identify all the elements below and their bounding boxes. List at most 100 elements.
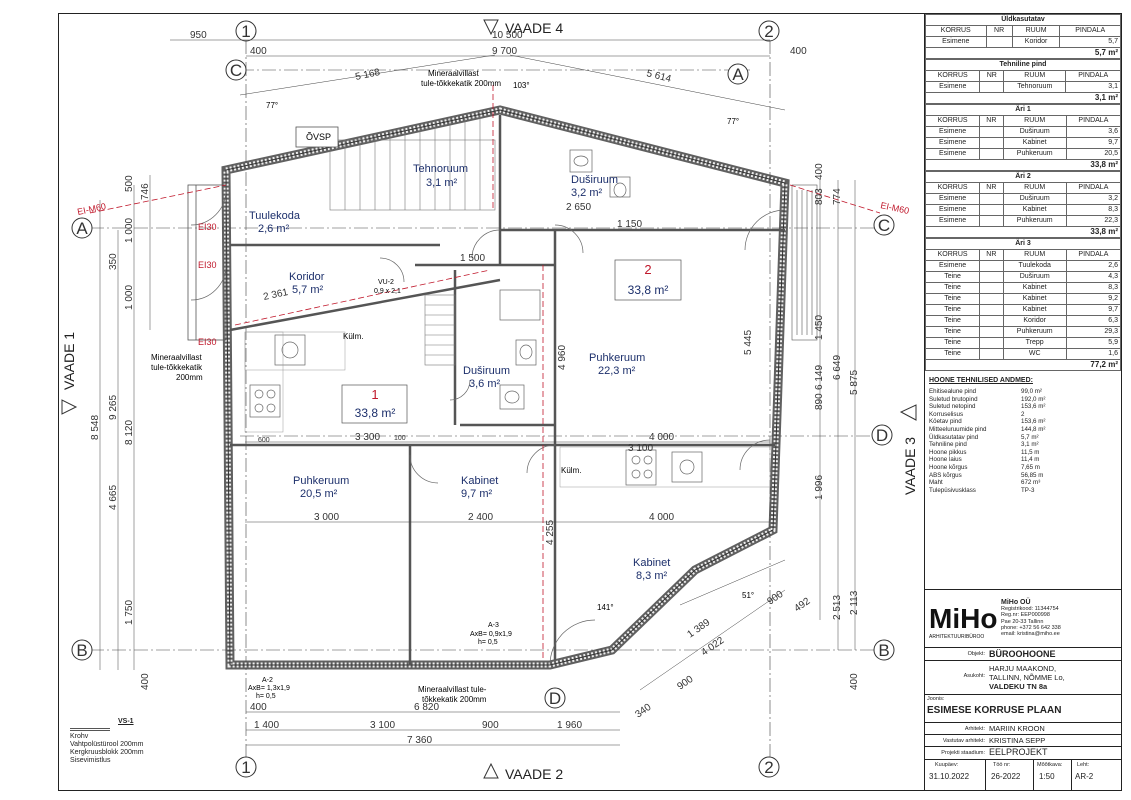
room-tuulekoda-area: 2,6 m² bbox=[258, 223, 290, 235]
tech-value: 153,6 m² bbox=[1021, 418, 1046, 426]
area-cell: 3,6 bbox=[1065, 126, 1122, 138]
dim-top-400a: 400 bbox=[250, 46, 267, 57]
tech-key: Üldkasutatav pind bbox=[929, 433, 979, 441]
tech-key: Mitteeluruumide pind bbox=[929, 425, 987, 433]
area-cell bbox=[979, 260, 1004, 272]
area-header: NR bbox=[979, 249, 1004, 261]
svg-text:ARHITEKTUURIBÜROO: ARHITEKTUURIBÜROO bbox=[929, 633, 984, 640]
mineral-bottom-1: Mineraalvillast tule- bbox=[418, 685, 487, 694]
area-cell: Kabinet bbox=[1002, 137, 1067, 149]
area-cell: Duširuum bbox=[1002, 126, 1067, 138]
room-kabinet-2-area: 8,3 m² bbox=[636, 570, 668, 582]
area-cell: 2,6 bbox=[1065, 260, 1122, 272]
tech-key: Tehniline pind bbox=[929, 441, 967, 449]
area-cell: 5,7 bbox=[1059, 36, 1121, 48]
dim-bot-340: 340 bbox=[633, 702, 653, 721]
staircase bbox=[329, 113, 496, 211]
tech-key: Suletud brutopind bbox=[929, 395, 978, 403]
tech-value: 3,1 m² bbox=[1021, 441, 1039, 449]
area-cell: Kabinet bbox=[1002, 204, 1067, 216]
dim-in-4255: 4 255 bbox=[545, 520, 556, 545]
dim-right-1996: 1 996 bbox=[814, 475, 825, 500]
company-block: MiHo ARHITEKTUURIBÜROO MiHo OÜ Registrik… bbox=[925, 589, 1122, 648]
area-header: PINDALA bbox=[1065, 249, 1122, 261]
area-cell bbox=[979, 293, 1004, 305]
area-header: PINDALA bbox=[1065, 70, 1121, 82]
area-cell: Teine bbox=[924, 348, 981, 360]
room-kabinet-1-name: Kabinet bbox=[461, 475, 498, 487]
area-header: KORRUS bbox=[925, 25, 987, 37]
dimension-texts: 950 10 500 400 9 700 400 5 168 5 614 400… bbox=[90, 30, 860, 746]
tech-row: Mitteeluruumide pind 144,8 m² bbox=[925, 426, 1121, 434]
tech-key: Maht bbox=[929, 479, 943, 487]
tech-value: 5,7 m² bbox=[1021, 433, 1039, 441]
area-cell bbox=[985, 36, 1013, 48]
tech-value: 99,0 m² bbox=[1021, 388, 1042, 395]
dim-in-2361: 2 361 bbox=[262, 287, 289, 303]
dim-right-2513: 2 513 bbox=[832, 595, 843, 620]
area-cell: 1,6 bbox=[1065, 348, 1122, 360]
area-cell: 3,1 bbox=[1065, 81, 1121, 93]
room-koridor-area: 5,7 m² bbox=[292, 284, 324, 296]
area-cell: 4,3 bbox=[1065, 271, 1122, 283]
view-top-label: VAADE 4 bbox=[505, 20, 563, 36]
area-cell: 8,3 bbox=[1065, 204, 1122, 216]
area-group-title: Üldkasutatav bbox=[925, 14, 1121, 26]
tech-key: Köetav pind bbox=[929, 418, 962, 426]
area-cell: 9,2 bbox=[1065, 293, 1122, 305]
dim-top-5614: 5 614 bbox=[645, 68, 672, 85]
area-cell: Teine bbox=[924, 315, 981, 327]
dim-right-6649: 6 649 bbox=[832, 355, 843, 380]
dim-in-2650: 2 650 bbox=[566, 202, 591, 213]
area-cell: Duširuum bbox=[1002, 271, 1067, 283]
tech-value: 153,6 m² bbox=[1021, 403, 1046, 411]
room-puhkeruum-2-area: 22,3 m² bbox=[598, 365, 636, 377]
tech-value: 672 m³ bbox=[1021, 479, 1041, 487]
drawing-sheet-border bbox=[58, 13, 1122, 791]
unit-2-number: 2 bbox=[644, 262, 651, 277]
tb-footer: Kuupäev: 31.10.2022 Töö nr: 26-2022 Mõõt… bbox=[925, 759, 1122, 790]
room-koridor-name: Koridor bbox=[289, 271, 325, 283]
area-total: 33,8 m² bbox=[925, 159, 1121, 171]
area-cell: Esimene bbox=[924, 126, 981, 138]
axis-A-left: A bbox=[76, 219, 88, 238]
tech-value: 144,8 m² bbox=[1021, 425, 1046, 433]
dim-in-5445: 5 445 bbox=[743, 330, 754, 355]
doors bbox=[190, 189, 786, 666]
company-info-line: Reg.nr: EEP000998 bbox=[1001, 612, 1050, 619]
area-cell bbox=[979, 348, 1004, 360]
area-cell bbox=[979, 81, 1005, 93]
dim-right-890: 890 bbox=[814, 393, 825, 410]
area-cell: Esimene bbox=[924, 204, 981, 216]
area-cell: Teine bbox=[924, 304, 981, 316]
fire-lines bbox=[89, 85, 881, 660]
area-cell: Tuulekoda bbox=[1002, 260, 1067, 272]
tb-objekt: Objekt: BÜROOHOONE bbox=[925, 647, 1122, 661]
axis-2-top: 2 bbox=[764, 22, 773, 41]
dim-right-2113: 2 113 bbox=[849, 590, 860, 615]
room-dusiruum-top-area: 3,2 m² bbox=[571, 187, 603, 199]
ovsp-label: ÕVSP bbox=[306, 132, 331, 142]
area-cell: Duširuum bbox=[1002, 193, 1067, 205]
ei30-label-2: EI30 bbox=[198, 260, 217, 270]
area-cell: WC bbox=[1002, 348, 1067, 360]
room-tehnoruum-name: Tehnoruum bbox=[413, 163, 468, 175]
tech-value: 56,85 m bbox=[1021, 471, 1044, 479]
area-cell bbox=[979, 126, 1004, 138]
room-dusiruum-mid-area: 3,6 m² bbox=[469, 378, 501, 390]
area-cell: Esimene bbox=[924, 137, 981, 149]
tech-data-title: HOONE TEHNILISED ANDMED: bbox=[929, 377, 1033, 384]
terrace-right bbox=[791, 184, 818, 341]
tech-value: 11,4 m bbox=[1021, 456, 1040, 464]
dim-in-3100: 3 100 bbox=[628, 443, 653, 454]
dim-left-400: 400 bbox=[140, 673, 151, 690]
area-cell: 6,3 bbox=[1065, 315, 1122, 327]
